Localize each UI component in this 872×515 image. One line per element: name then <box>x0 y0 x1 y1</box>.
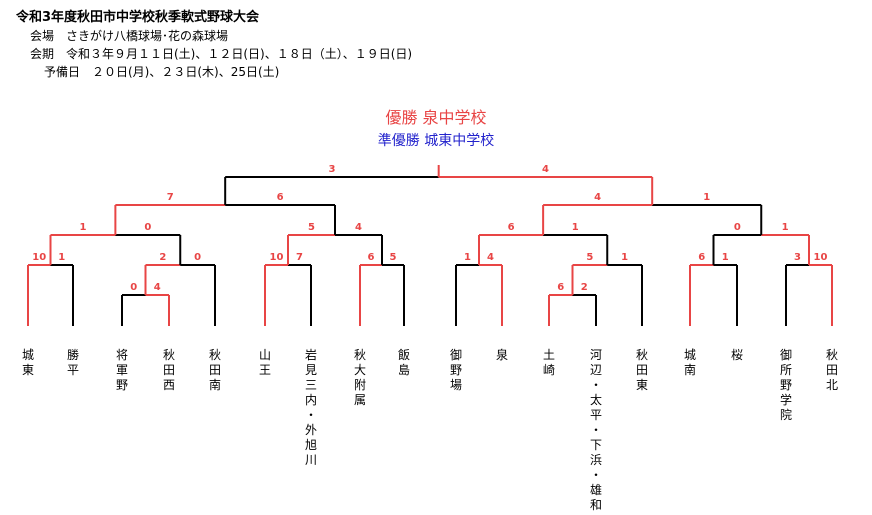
team-name: 秋大附属 <box>353 348 366 407</box>
score-label: 0 <box>194 252 201 263</box>
score-label: 1 <box>722 252 729 263</box>
runner-up-team: 城東中学校 <box>424 133 495 149</box>
team-name: 御所野学院 <box>779 348 792 422</box>
score-label: 4 <box>154 282 161 293</box>
score-label: 6 <box>508 222 515 233</box>
winner-label: 優勝 <box>385 108 418 127</box>
score-label: 5 <box>586 252 593 263</box>
score-label: 6 <box>368 252 375 263</box>
score-label: 4 <box>542 164 549 175</box>
score-label: 10 <box>814 252 828 263</box>
team-name: 桜 <box>730 348 743 362</box>
venue-line: 会場 さきがけ八橋球場･花の森球場 <box>30 29 229 43</box>
team-name: 飯島 <box>397 348 410 377</box>
score-label: 1 <box>58 252 65 263</box>
score-label: 10 <box>32 252 46 263</box>
runner-up-label: 準優勝 <box>377 133 420 149</box>
score-label: 1 <box>572 222 579 233</box>
score-label: 0 <box>734 222 741 233</box>
team-name: 山王 <box>258 348 271 377</box>
team-name: 秋田南 <box>208 348 221 392</box>
score-label: 4 <box>594 192 601 203</box>
score-label: 6 <box>698 252 705 263</box>
team-name: 秋田西 <box>162 348 175 392</box>
team-name: 将軍野 <box>115 348 128 392</box>
winner-team: 泉中学校 <box>422 108 487 127</box>
score-label: 0 <box>130 282 137 293</box>
score-label: 6 <box>557 282 564 293</box>
team-name: 秋田北 <box>825 348 838 392</box>
score-label: 2 <box>581 282 588 293</box>
score-label: 5 <box>308 222 315 233</box>
winner-line: 優勝 泉中学校 <box>0 104 872 128</box>
score-label: 3 <box>794 252 801 263</box>
team-name: 御野場 <box>449 348 462 392</box>
page-title: 令和3年度秋田市中学校秋季軟式野球大会 <box>16 10 260 25</box>
score-label: 0 <box>144 222 151 233</box>
reserve-line: 予備日 ２０日(月)、２３日(木)、25日(土) <box>44 65 280 79</box>
team-name: 河辺・太平・下浜・雄和 <box>589 348 602 512</box>
score-label: 1 <box>464 252 471 263</box>
score-label: 7 <box>296 252 303 263</box>
score-label: 1 <box>79 222 86 233</box>
team-name: 岩見三内・外旭川 <box>304 348 317 467</box>
score-label: 4 <box>487 252 494 263</box>
score-label: 1 <box>703 192 710 203</box>
score-label: 1 <box>782 222 789 233</box>
team-name: 城南 <box>683 348 696 377</box>
score-label: 1 <box>621 252 628 263</box>
score-label: 2 <box>159 252 166 263</box>
team-name: 土崎 <box>542 348 555 377</box>
team-name: 泉 <box>495 348 508 362</box>
score-label: 10 <box>270 252 284 263</box>
score-label: 6 <box>277 192 284 203</box>
score-label: 4 <box>355 222 362 233</box>
team-name: 秋田東 <box>635 348 648 392</box>
period-line: 会期 令和３年９月１１日(土)、１２日(日)、１８日（土）、１９日(日) <box>30 47 413 61</box>
score-label: 5 <box>390 252 397 263</box>
runner-up-line: 準優勝 城東中学校 <box>0 130 872 150</box>
score-label: 3 <box>328 164 335 175</box>
score-label: 7 <box>167 192 174 203</box>
team-name: 勝平 <box>66 348 79 377</box>
team-name: 城東 <box>21 348 34 377</box>
